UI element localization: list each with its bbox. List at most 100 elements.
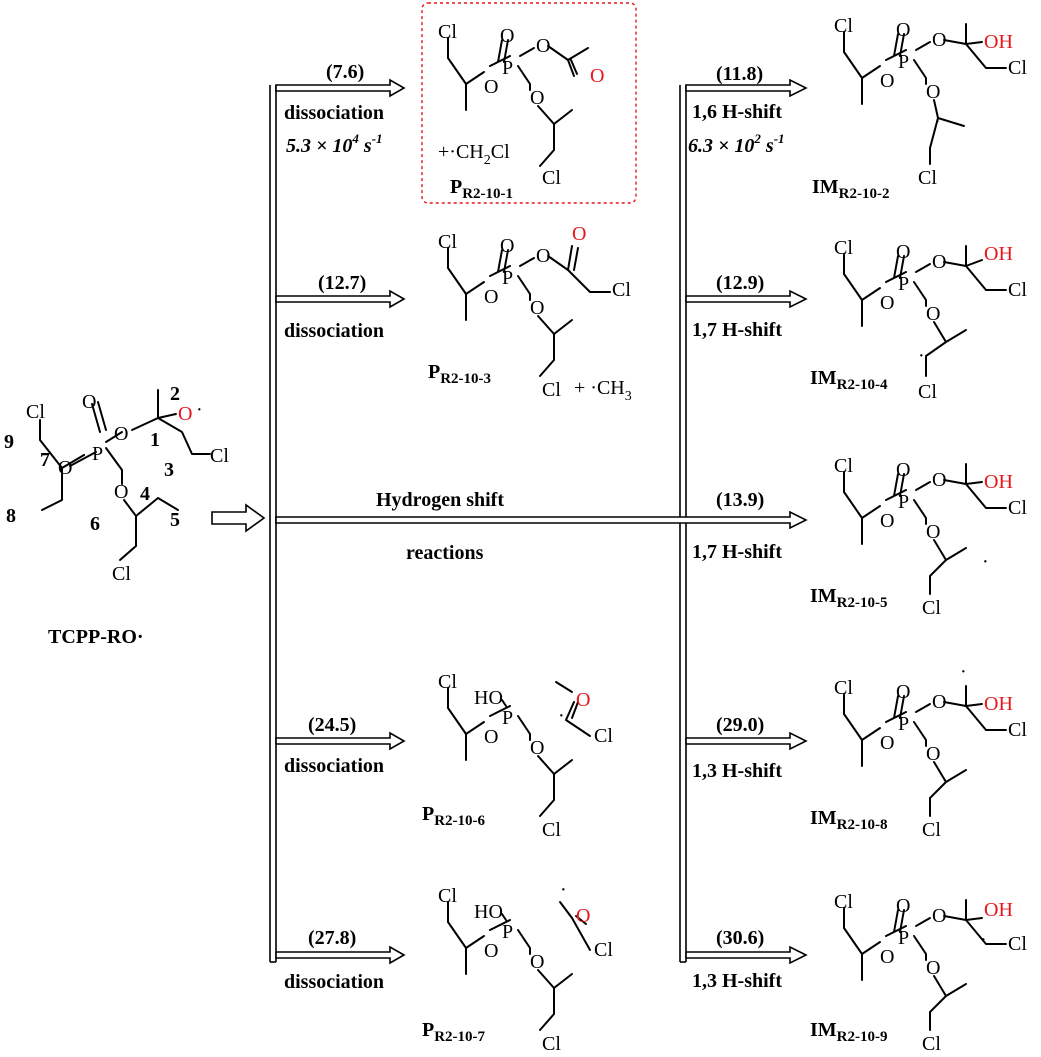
imr2-10-2-o-1: O [880, 70, 894, 92]
imr2-10-4-o-4: O [926, 303, 940, 325]
molecule-pr2-10-7: Cl O P HO O O · Cl Cl [438, 879, 613, 1055]
reactant-o-bottom: O [114, 481, 128, 503]
imr2-10-9-cl-c: Cl [1008, 933, 1027, 955]
pr2-10-7-p: P [502, 921, 513, 943]
rate-pr2-10-1: 5.3 × 104 s-1 [286, 131, 383, 157]
molecule-imr2-10-4: Cl O P O O OH Cl O · Cl [834, 237, 1027, 403]
imr2-10-5-cl-a: Cl [834, 455, 853, 477]
imr2-10-8-cl-b: Cl [922, 819, 941, 841]
imr2-10-5-o-1: O [880, 510, 894, 532]
imr2-10-4-oh: OH [984, 243, 1013, 265]
pr2-10-1-o-3: O [536, 35, 550, 57]
energy-imr2-10-2: (11.8) [716, 63, 763, 85]
pr2-10-7-cl-b: Cl [542, 1033, 561, 1055]
pr2-10-1-cl-a: Cl [438, 21, 457, 43]
type-imr2-10-2: 1,6 H-shift [692, 101, 782, 123]
pr2-10-6-ho: HO [474, 687, 503, 709]
arrow-pr2-10-3 [275, 289, 406, 309]
pr2-10-3-o-3: O [536, 245, 550, 267]
imr2-10-8-o-1: O [880, 732, 894, 754]
atom-number-9: 9 [4, 431, 14, 453]
product-label-imr2-10-5: IMR2-10-5 [810, 585, 888, 611]
type-pr2-10-3: dissociation [284, 320, 384, 342]
pr2-10-7-o-1: O [484, 940, 498, 962]
imr2-10-4-o-1: O [880, 292, 894, 314]
pr2-10-3-cl-b: Cl [542, 379, 561, 401]
arrow-imr2-10-8 [685, 731, 808, 751]
imr2-10-4-o-3: O [932, 251, 946, 273]
coproduct-ch3: + ·CH3 [574, 377, 632, 404]
pr2-10-1-o-1: O [484, 76, 498, 98]
molecule-pr2-10-6: Cl O P HO O O · Cl Cl [438, 671, 613, 841]
hydrogen-shift-label: Hydrogen shift [376, 489, 504, 511]
pr2-10-3-o-2: O [500, 235, 514, 257]
arrow-imr2-10-2 [685, 78, 808, 98]
reactant-o-right: O [114, 423, 128, 445]
pr2-10-3-cl-a: Cl [438, 231, 457, 253]
arrow-pr2-10-7 [275, 945, 406, 965]
pr2-10-7-radical: · [560, 879, 567, 901]
imr2-10-9-o-1: O [880, 946, 894, 968]
pr2-10-1-p: P [502, 57, 513, 79]
pr2-10-3-o-1: O [484, 286, 498, 308]
product-label-pr2-10-3: PR2-10-3 [428, 361, 491, 387]
pr2-10-7-cl-c: Cl [594, 939, 613, 961]
molecule-imr2-10-8: Cl O P O O OH · Cl O Cl [834, 661, 1027, 841]
imr2-10-9-cl-b: Cl [922, 1033, 941, 1055]
type-pr2-10-7: dissociation [284, 971, 384, 993]
reactant-tcpp-ro: Cl O P O O O O · Cl Cl 2 1 3 4 5 6 7 8 9… [4, 383, 229, 648]
pr2-10-6-radical: · [558, 705, 565, 727]
imr2-10-2-cl-a: Cl [834, 15, 853, 37]
type-imr2-10-8: 1,3 H-shift [692, 760, 782, 782]
molecule-imr2-10-5: Cl O P O O OH Cl O · Cl [834, 455, 1027, 619]
imr2-10-4-radical: · [918, 345, 925, 367]
left-branch-labels: (7.6) dissociation 5.3 × 104 s-1 (12.7) … [284, 61, 504, 993]
reactant-o-radical: O [178, 403, 192, 425]
imr2-10-9-radical: · [980, 929, 987, 951]
reactant-name: TCPP-RO· [48, 626, 144, 648]
atom-number-2: 2 [170, 383, 180, 405]
pr2-10-6-o-4: O [530, 737, 544, 759]
imr2-10-9-p: P [898, 927, 909, 949]
imr2-10-4-o-2: O [896, 241, 910, 263]
energy-imr2-10-4: (12.9) [716, 272, 764, 294]
type-pr2-10-6: dissociation [284, 755, 384, 777]
imr2-10-5-o-4: O [926, 521, 940, 543]
imr2-10-8-cl-a: Cl [834, 677, 853, 699]
molecule-pr2-10-3: Cl O P O O O Cl O Cl [438, 223, 631, 401]
pr2-10-3-cl-c: Cl [612, 279, 631, 301]
product-label-imr2-10-2: IMR2-10-2 [812, 176, 890, 202]
right-branch-arrows [685, 78, 808, 965]
arrow-imr2-10-9 [685, 945, 808, 965]
pr2-10-6-cl-a: Cl [438, 671, 457, 693]
energy-imr2-10-8: (29.0) [716, 714, 764, 736]
reactant-cl-bottom: Cl [112, 563, 131, 585]
energy-imr2-10-9: (30.6) [716, 927, 764, 949]
atom-number-4: 4 [140, 483, 150, 505]
right-branch-labels: (11.8) 1,6 H-shift 6.3 × 102 s-1 (12.9) … [688, 63, 785, 992]
pr2-10-1-o-2: O [500, 25, 514, 47]
pr2-10-6-o-carbonyl: O [576, 689, 590, 711]
pr2-10-7-o-carbonyl: O [576, 905, 590, 927]
imr2-10-2-p: P [898, 51, 909, 73]
molecule-pr2-10-1: Cl O P O O O O Cl [438, 21, 604, 189]
product-label-imr2-10-9: IMR2-10-9 [810, 1019, 888, 1045]
imr2-10-5-o-2: O [896, 459, 910, 481]
atom-number-5: 5 [170, 509, 180, 531]
imr2-10-8-o-4: O [926, 743, 940, 765]
atom-number-6: 6 [90, 513, 100, 535]
imr2-10-2-o-2: O [896, 19, 910, 41]
imr2-10-2-o-4: O [926, 81, 940, 103]
imr2-10-5-o-3: O [932, 469, 946, 491]
imr2-10-5-oh: OH [984, 471, 1013, 493]
pr2-10-1-o-carbonyl: O [590, 65, 604, 87]
pr2-10-3-o-4: O [530, 297, 544, 319]
pr2-10-6-o-1: O [484, 726, 498, 748]
type-imr2-10-9: 1,3 H-shift [692, 970, 782, 992]
pr2-10-7-ho: HO [474, 901, 503, 923]
reactant-o-double: O [82, 391, 96, 413]
product-label-imr2-10-8: IMR2-10-8 [810, 807, 888, 833]
reactions-label: reactions [406, 542, 484, 564]
imr2-10-4-cl-a: Cl [834, 237, 853, 259]
